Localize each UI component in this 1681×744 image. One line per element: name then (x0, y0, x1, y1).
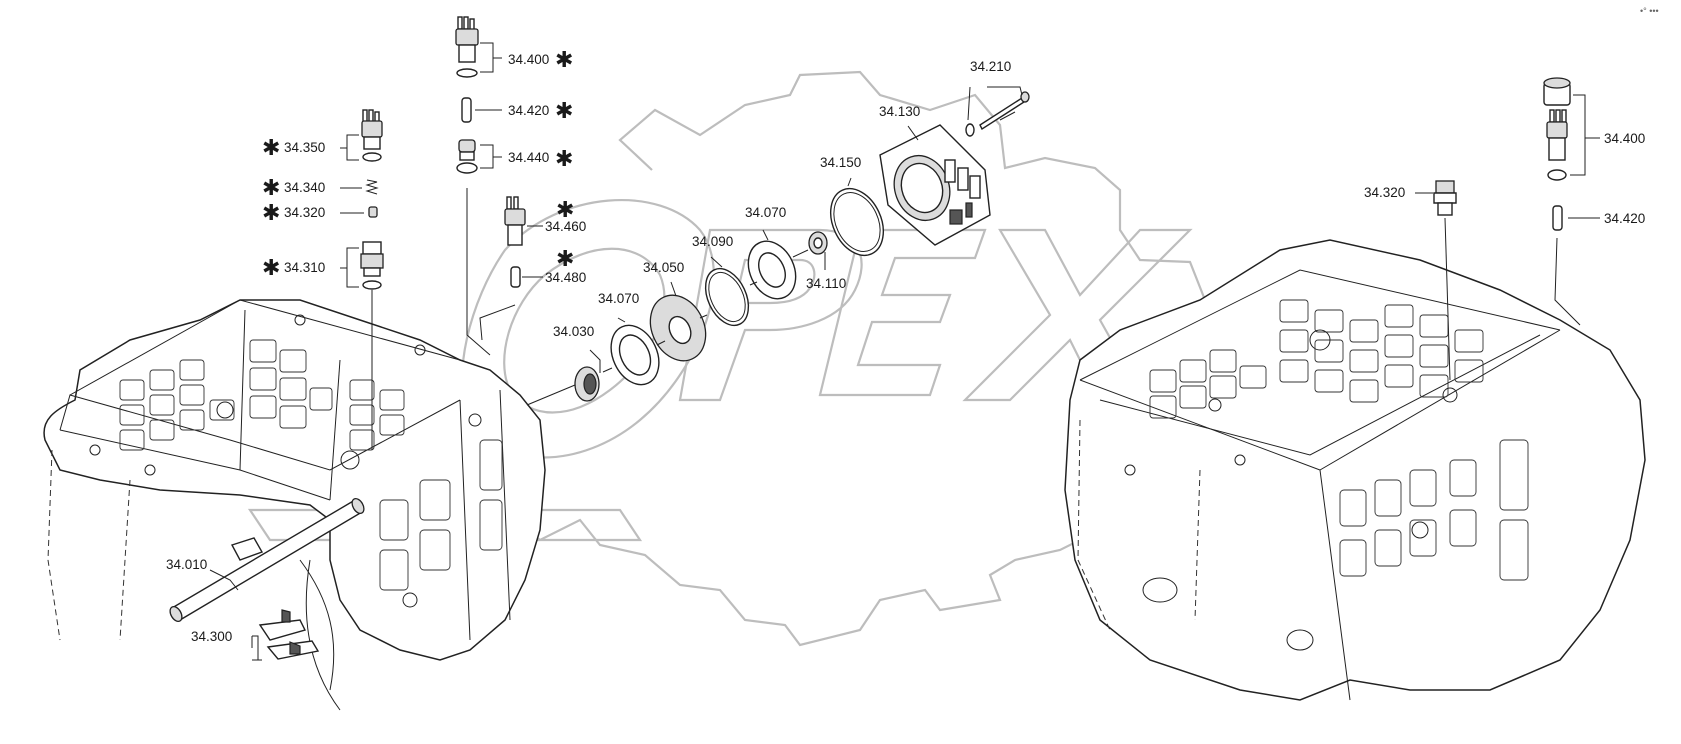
asterisk-34-480: ✱ (556, 247, 574, 272)
label-34-460: 34.460 (545, 219, 586, 234)
part-34-150-oring (829, 187, 885, 257)
part-34-350-switch (361, 109, 383, 162)
asterisk-34-340: ✱ (262, 176, 280, 201)
label-34-030: 34.030 (553, 324, 594, 339)
part-34-310-plug (360, 241, 384, 290)
part-34-480-pin (510, 266, 521, 288)
label-34-420-right: 34.420 (1604, 211, 1645, 226)
lead-right-stack-to-housing (1554, 237, 1581, 326)
asterisk-34-400-top: ✱ (555, 48, 573, 73)
assembly-axis-line (526, 111, 1016, 406)
part-labels: 34.400 ✱ 34.420 ✱ 34.440 ✱ ✱ 34.350 ✱ 34… (166, 48, 1645, 644)
label-34-400-top: 34.400 (508, 52, 549, 67)
part-34-440-plug-top (456, 139, 478, 174)
label-34-130: 34.130 (879, 104, 920, 119)
part-34-400-right-switch (1543, 77, 1571, 181)
label-34-150: 34.150 (820, 155, 861, 170)
label-34-440: 34.440 (508, 150, 549, 165)
part-34-010-shift-rod (169, 497, 365, 623)
label-34-320-right: 34.320 (1364, 185, 1405, 200)
lead-320-right-to-housing (1444, 217, 1451, 381)
label-34-070-a: 34.070 (745, 205, 786, 220)
part-34-420-pin-top (461, 97, 472, 123)
part-34-210-bolt (965, 91, 1030, 137)
label-34-010: 34.010 (166, 557, 207, 572)
label-34-350: 34.350 (284, 140, 325, 155)
part-34-320-pin (368, 206, 378, 218)
part-34-300-shift-fingers (258, 609, 320, 660)
asterisk-34-440: ✱ (555, 147, 573, 172)
part-34-320-right-switch (1433, 180, 1457, 216)
part-34-030 (574, 366, 600, 402)
asterisk-34-320-left: ✱ (262, 201, 280, 226)
lead-top-stack-to-housing (466, 188, 491, 356)
asterisk-34-350: ✱ (262, 136, 280, 161)
part-34-110-nut (808, 231, 828, 255)
part-34-400-switch-top (455, 16, 479, 78)
left-housing-ribs (119, 339, 405, 451)
part-34-050-piston (649, 294, 707, 362)
part-34-090-ring (704, 267, 750, 327)
label-34-400-right: 34.400 (1604, 131, 1645, 146)
asterisk-34-460: ✱ (556, 198, 574, 223)
label-34-320-left: 34.320 (284, 205, 325, 220)
label-34-090: 34.090 (692, 234, 733, 249)
part-34-420-right-pin (1552, 205, 1563, 231)
label-34-310: 34.310 (284, 260, 325, 275)
left-gearbox-housing (43, 299, 546, 711)
label-34-300: 34.300 (191, 629, 232, 644)
part-34-460-switch (504, 196, 526, 246)
part-34-340-spring (365, 179, 379, 195)
label-34-340: 34.340 (284, 180, 325, 195)
part-34-130-cylinder-cover (879, 124, 991, 246)
label-34-070-b: 34.070 (598, 291, 639, 306)
lead-460-to-housing (479, 304, 516, 341)
label-34-210: 34.210 (970, 59, 1011, 74)
right-housing-ribs (1149, 299, 1529, 581)
label-34-050: 34.050 (643, 260, 684, 275)
right-gearbox-housing (1064, 239, 1646, 701)
label-34-110: 34.110 (806, 276, 846, 291)
leader-lines (209, 42, 1600, 661)
label-34-420-top: 34.420 (508, 103, 549, 118)
part-34-070-a-washer (747, 240, 797, 300)
asterisk-34-310: ✱ (262, 256, 280, 281)
label-34-480: 34.480 (545, 270, 586, 285)
part-34-070-b-washer (610, 324, 660, 386)
corner-mark: •° ••• (1640, 6, 1659, 16)
asterisk-34-420-top: ✱ (555, 99, 573, 124)
